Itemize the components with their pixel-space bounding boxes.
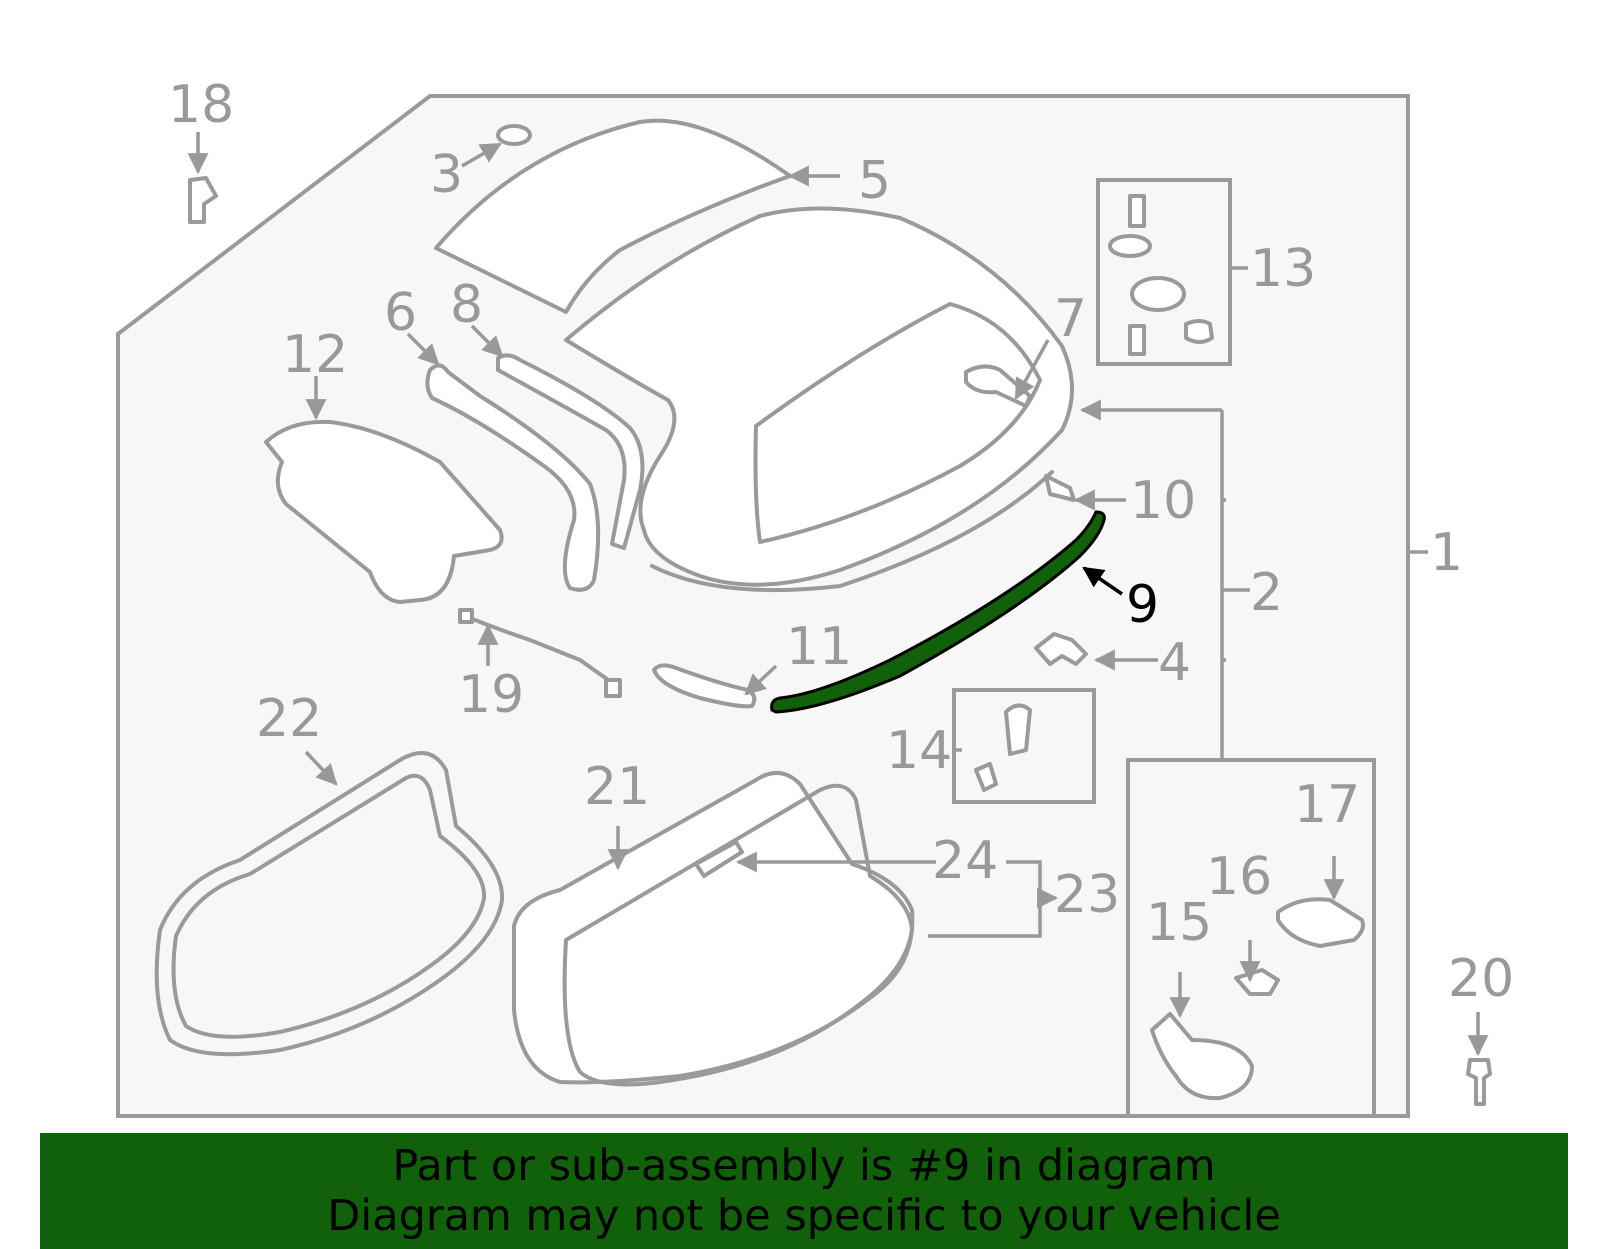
- leader-8: [470, 324, 504, 358]
- callout-23: 23: [1054, 865, 1120, 925]
- part-6-rail: [425, 363, 601, 592]
- part-14-nut: [974, 762, 998, 792]
- leader-7: [1014, 339, 1050, 400]
- part-2-soft-top: [564, 206, 1074, 587]
- callout-9: 9: [1126, 575, 1159, 635]
- leader-9: [1082, 566, 1123, 596]
- part-15-latch: [1150, 1012, 1254, 1101]
- callout-8: 8: [450, 275, 483, 335]
- callout-5: 5: [858, 151, 891, 211]
- callout-16: 16: [1206, 847, 1272, 907]
- bracket-23: [928, 860, 1056, 938]
- part-13-washer: [1108, 234, 1152, 258]
- part-15-17-box: [1126, 758, 1376, 1118]
- part-19-plug: [458, 608, 474, 624]
- callout-3: 3: [430, 145, 463, 205]
- callout-1: 1: [1430, 523, 1463, 583]
- part-20-bolt: [1466, 1058, 1492, 1106]
- leader-11: [744, 664, 778, 696]
- callout-10: 10: [1130, 471, 1196, 531]
- callout-13: 13: [1250, 239, 1316, 299]
- callout-2: 2: [1250, 563, 1283, 623]
- part-22-weatherstrip: [154, 750, 505, 1057]
- leader-3: [461, 142, 502, 168]
- part-7-bracket: [964, 364, 1032, 408]
- callout-18: 18: [168, 75, 234, 135]
- callout-15: 15: [1146, 893, 1212, 953]
- callout-6: 6: [384, 283, 417, 343]
- part-19-harness: [468, 616, 616, 686]
- callout-7: 7: [1054, 289, 1087, 349]
- part-23-weatherstrip: [562, 783, 914, 1087]
- callout-24: 24: [932, 831, 998, 891]
- callout-14: 14: [886, 721, 952, 781]
- banner-line-2: Diagram may not be specific to your vehi…: [327, 1191, 1281, 1241]
- leader-6: [406, 332, 440, 366]
- callout-17: 17: [1294, 775, 1360, 835]
- banner-line-1: Part or sub-assembly is #9 in diagram: [392, 1141, 1216, 1191]
- part-11-strip: [652, 663, 757, 709]
- part-13-screw-top: [1128, 194, 1146, 228]
- part-17-cover: [1276, 897, 1365, 948]
- part-21-trunk-lid: [512, 771, 915, 1085]
- part-9-weatherstrip: [770, 510, 1106, 714]
- part-13-screw-bottom: [1128, 324, 1146, 356]
- part-13-clip: [1184, 319, 1214, 344]
- part-4-clip: [1034, 632, 1088, 666]
- part-5-headliner: [434, 118, 792, 314]
- leader-22: [304, 750, 338, 786]
- callout-11: 11: [786, 617, 852, 677]
- callout-22: 22: [256, 689, 322, 749]
- part-2-rear-window: [753, 302, 1042, 544]
- callout-4: 4: [1158, 633, 1191, 693]
- part-19-connector: [604, 678, 622, 698]
- info-banner: Part or sub-assembly is #9 in diagram Di…: [40, 1133, 1568, 1249]
- callout-12: 12: [282, 325, 348, 385]
- part-14-latch: [1004, 703, 1032, 756]
- part-14-box: [952, 688, 1096, 804]
- part-18-clip: [188, 176, 218, 224]
- part-3-grommet: [496, 124, 532, 146]
- assembly-outline: [116, 94, 1410, 1118]
- part-2-frame-lower: [650, 470, 1054, 593]
- callout-21: 21: [584, 757, 650, 817]
- part-13-box: [1096, 178, 1232, 366]
- callout-19: 19: [458, 665, 524, 725]
- callout-20: 20: [1448, 949, 1514, 1009]
- part-12-trim-panel: [264, 419, 504, 604]
- part-8-rail: [496, 353, 645, 550]
- bracket-2: [1220, 410, 1250, 760]
- part-13-base: [1130, 276, 1186, 312]
- part-22-inner: [171, 773, 487, 1039]
